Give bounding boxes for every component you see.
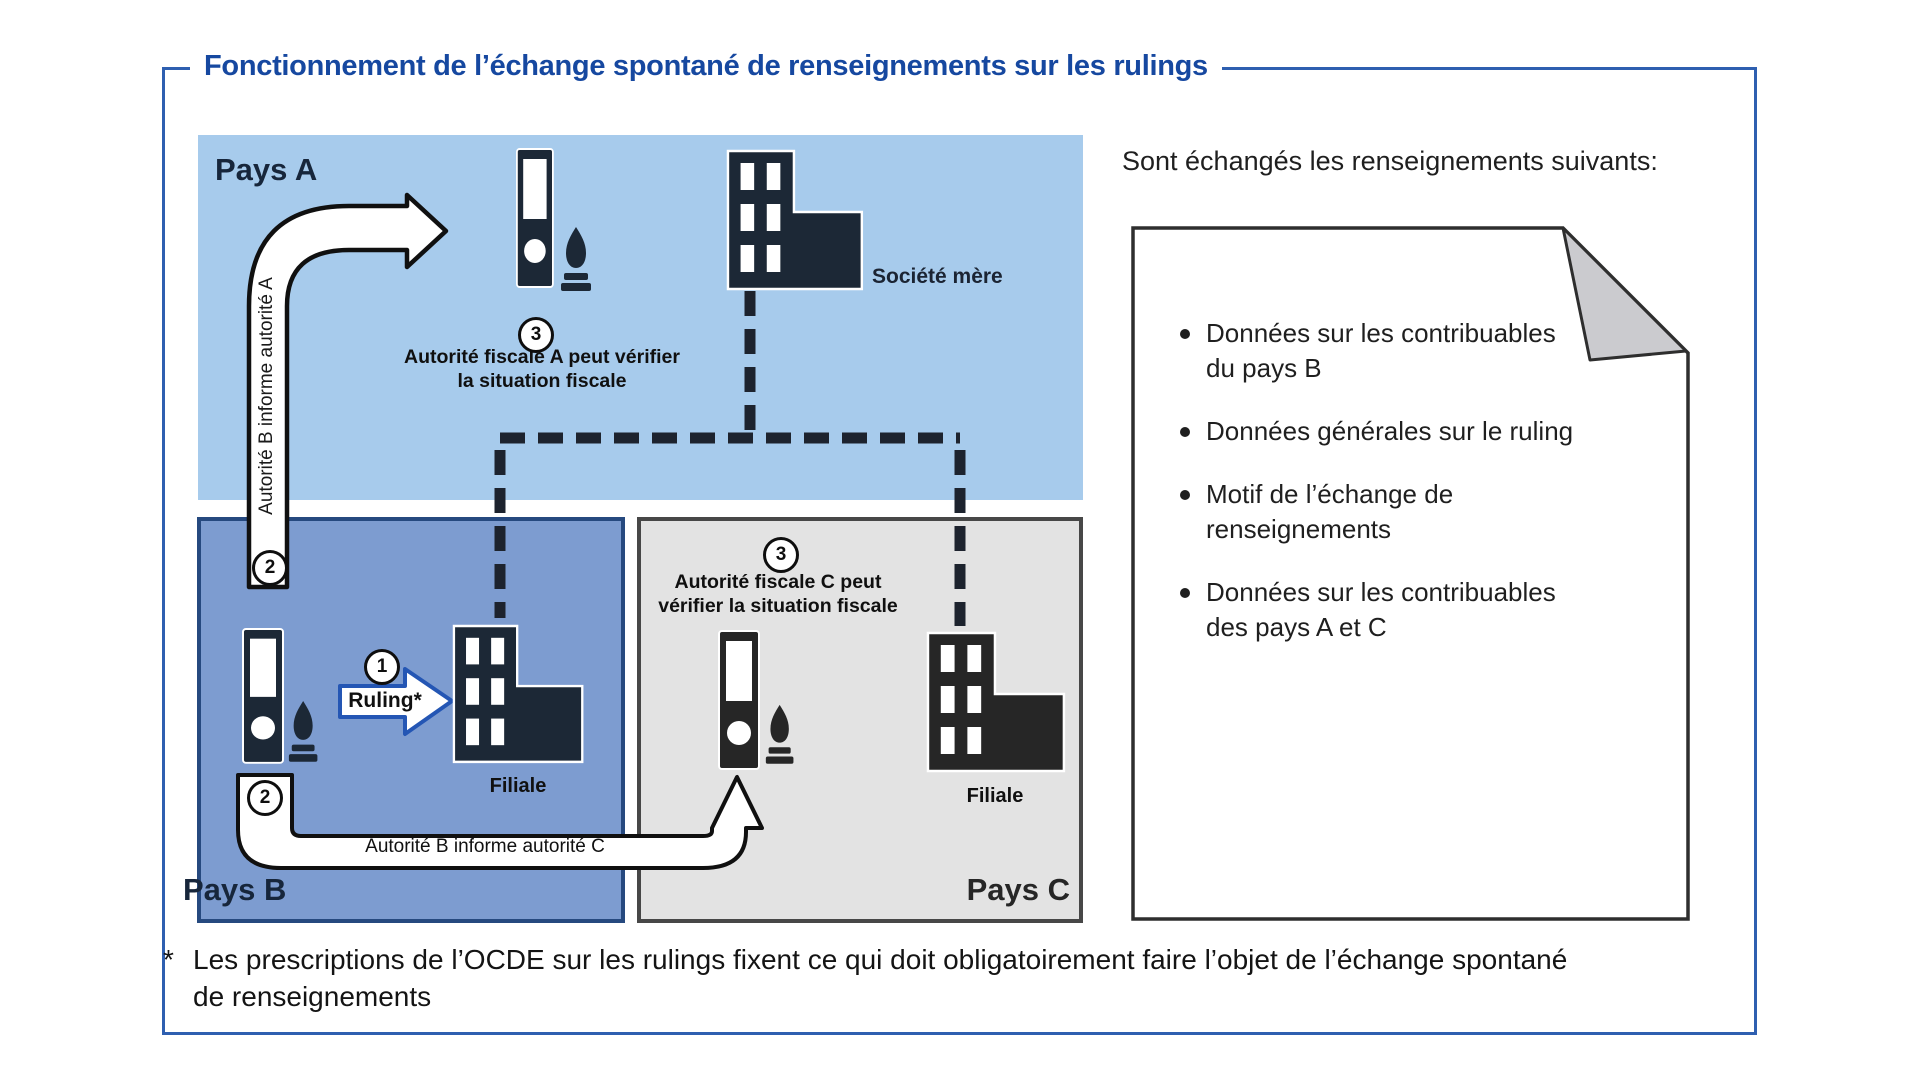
figure-title: Fonctionnement de l’échange spontané de …: [190, 48, 1222, 84]
step-2-badge-bottom: 2: [247, 780, 283, 816]
step3-a-caption: Autorité fiscale A peut vérifier la situ…: [404, 346, 680, 392]
footnote-text: Les prescriptions de l’OCDE sur les ruli…: [193, 944, 1568, 1012]
list-item-text: Données sur les contribuables du pays B: [1206, 318, 1556, 383]
panel-heading: Sont échangés les renseignements suivant…: [1122, 146, 1658, 176]
region-pays-a: [198, 135, 1083, 500]
filiale-c-label: Filiale: [966, 785, 1024, 807]
bullet-icon: [1180, 427, 1190, 437]
arrow-b-informs-c-label: Autorité B informe autorité C: [365, 836, 605, 857]
bullet-icon: [1180, 329, 1190, 339]
footnote: * Les prescriptions de l’OCDE sur les ru…: [163, 941, 1567, 1015]
list-item-text: Données générales sur le ruling: [1206, 416, 1574, 446]
bullet-icon: [1180, 490, 1190, 500]
list-item-text: Données sur les contribuables des pays A…: [1206, 577, 1556, 642]
step-3-badge-a: 3: [518, 317, 554, 353]
step-2-badge-vertical: 2: [252, 550, 288, 586]
list-item: Données générales sur le ruling: [1180, 414, 1610, 449]
societe-mere-label: Société mère: [872, 265, 1003, 288]
filiale-b-label: Filiale: [489, 775, 547, 797]
ruling-arrow-label: Ruling*: [348, 689, 422, 712]
step-1-badge: 1: [364, 649, 400, 685]
bullet-icon: [1180, 588, 1190, 598]
arrow-b-informs-a-label: Autorité B informe autorité A: [256, 277, 277, 515]
step-3-badge-c: 3: [763, 537, 799, 573]
pays-b-label: Pays B: [183, 872, 287, 907]
step3-c-caption: Autorité fiscale C peut vérifier la situ…: [658, 571, 898, 617]
pays-c-label: Pays C: [966, 872, 1070, 907]
pays-a-label: Pays A: [215, 152, 318, 187]
list-item: Données sur les contribuables des pays A…: [1180, 575, 1610, 645]
list-item-text: Motif de l’échange de renseignements: [1206, 479, 1454, 544]
footnote-asterisk: *: [163, 944, 174, 975]
list-item: Données sur les contribuables du pays B: [1180, 316, 1610, 386]
exchanged-data-list: Données sur les contribuables du pays B …: [1180, 316, 1610, 673]
list-item: Motif de l’échange de renseignements: [1180, 477, 1610, 547]
